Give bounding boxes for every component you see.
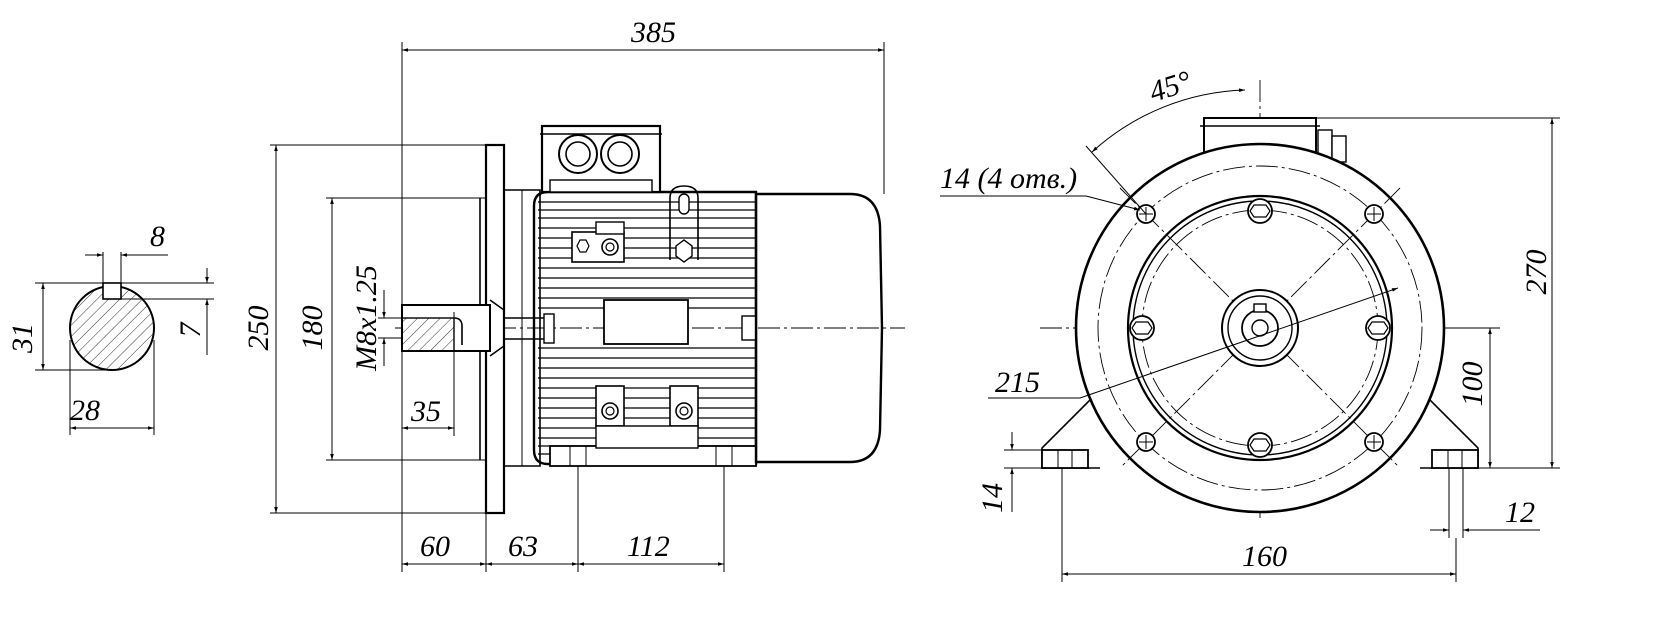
- dim-overall-length: 385: [630, 16, 676, 49]
- dim-key-width: 8: [150, 220, 165, 253]
- dim-angle: 45°: [1145, 65, 1195, 109]
- shaft-section-view: 8 7 31 28: [6, 220, 214, 435]
- motor-front-view: 45° 14 (4 отв.) 215 270 100 14 12: [940, 65, 1560, 582]
- fan-cover: [754, 192, 884, 464]
- dim-thread-depth: 35: [410, 395, 441, 428]
- shaft-keyway: [102, 282, 122, 300]
- foot-side: [549, 445, 757, 467]
- motor-side-view: 385 250 180 M8x1.25 35 60 63 112: [242, 16, 905, 572]
- label-flange-holes: 14 (4 отв.): [940, 162, 1077, 195]
- dim-spigot-diameter: 180: [296, 306, 329, 351]
- dim-foot-hole-spacing-side: 112: [627, 530, 670, 563]
- dim-shaft-key-height: 31: [6, 323, 39, 354]
- dim-shaft-height: 100: [1456, 362, 1489, 407]
- dim-foot-hole: 12: [1505, 496, 1535, 529]
- dim-flange-diameter: 250: [242, 306, 275, 351]
- dim-thread: M8x1.25: [350, 265, 383, 372]
- lifting-eye: [669, 185, 699, 260]
- dim-key-depth: 7: [174, 321, 207, 338]
- dim-pcd: 215: [995, 366, 1040, 399]
- dim-total-height: 270: [1520, 250, 1553, 295]
- dim-shaft-length: 60: [420, 530, 450, 563]
- dim-foot-hole-spacing-front: 160: [1242, 540, 1287, 573]
- nameplate: [603, 299, 689, 345]
- motor-body: [532, 190, 758, 466]
- dim-shaft-diameter: 28: [70, 394, 100, 427]
- dim-flange-to-foot: 63: [508, 530, 538, 563]
- bolt-heads: [1129, 198, 1391, 458]
- dim-foot-thickness: 14: [976, 483, 1009, 513]
